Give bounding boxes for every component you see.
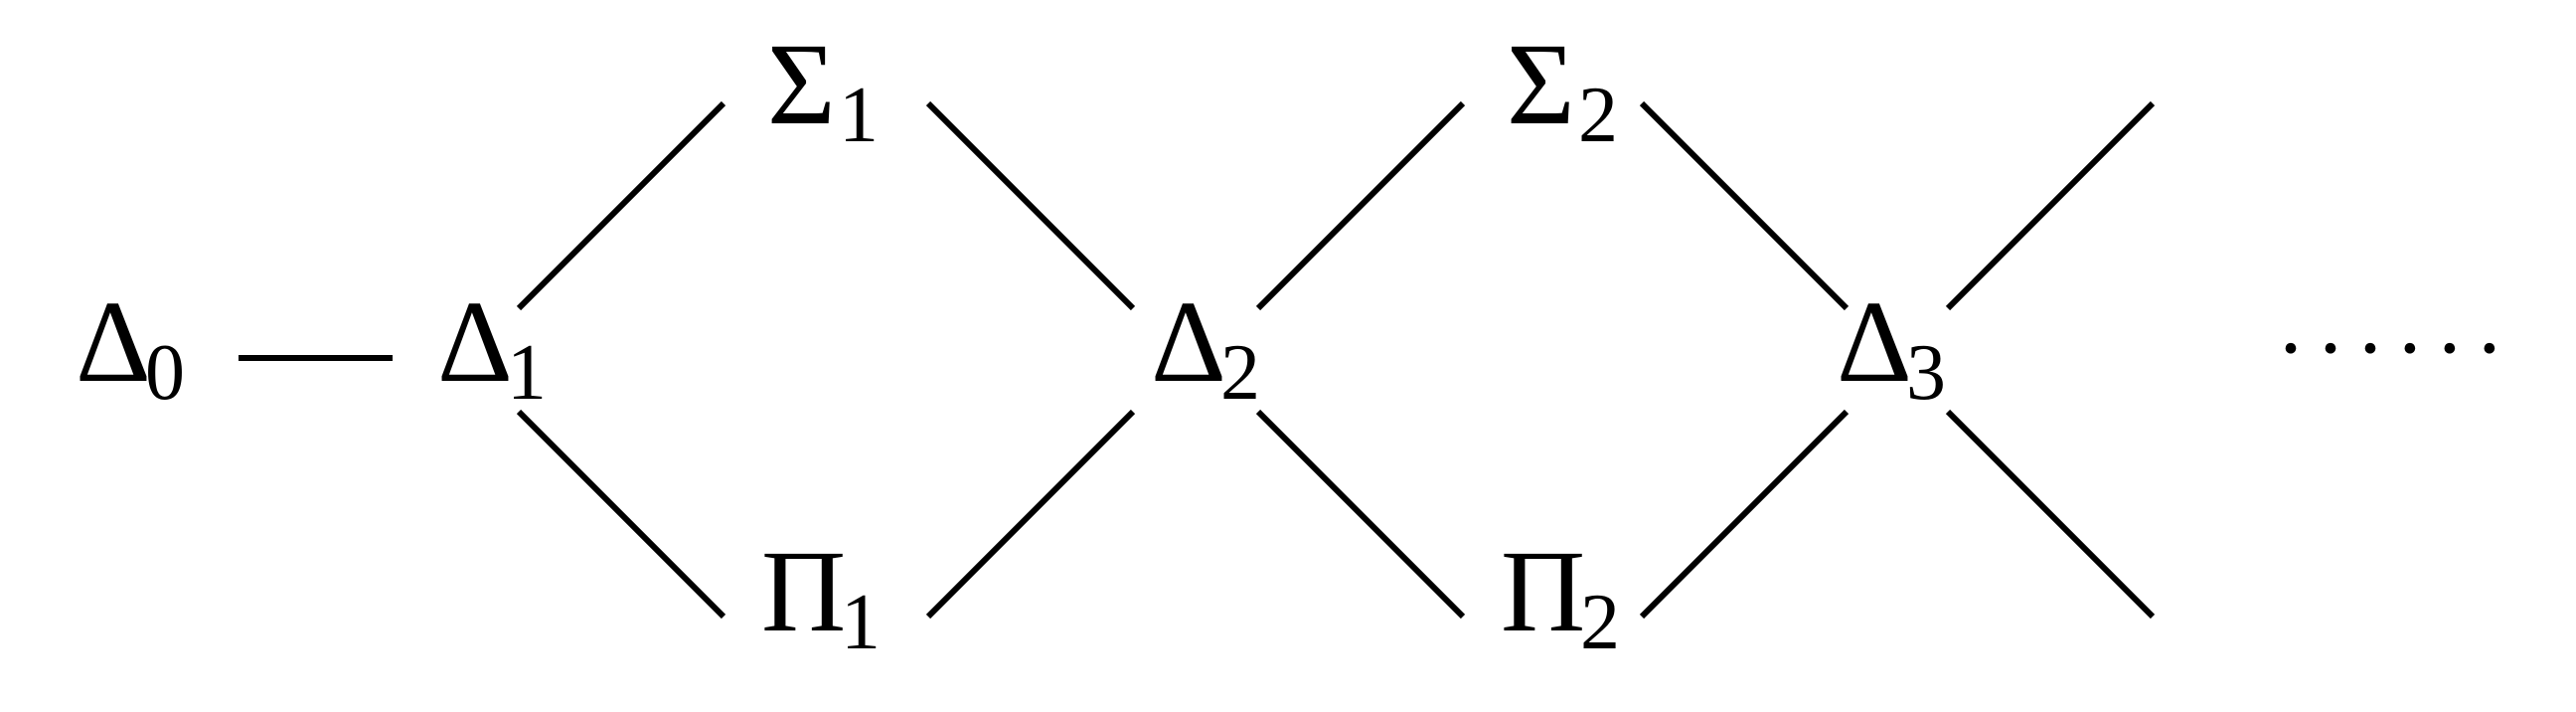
diagram-nodes: Δ 0 Δ 1 Σ 1 Π 1 Δ 2 Σ 2 Π 2 Δ 3 [76, 19, 2514, 666]
node-delta1-symbol: Δ [437, 276, 513, 407]
node-pi1-symbol: Π [761, 526, 846, 656]
node-delta1-subscript: 1 [507, 329, 547, 417]
diagram-edges [239, 100, 2156, 620]
node-delta0-symbol: Δ [76, 276, 151, 407]
node-pi2-subscript: 2 [1580, 579, 1620, 666]
node-sigma2-subscript: 2 [1578, 72, 1618, 159]
edge-pi2-delta3 [1639, 409, 1850, 620]
node-delta3-symbol: Δ [1837, 276, 1912, 407]
node-delta0: Δ 0 [76, 276, 185, 417]
edge-sigma1-delta2 [925, 100, 1136, 311]
node-pi2: Π 2 [1501, 526, 1620, 666]
node-delta1: Δ 1 [437, 276, 547, 417]
edge-pi1-delta2 [925, 409, 1136, 620]
node-sigma2-symbol: Σ [1507, 19, 1575, 149]
node-pi1-subscript: 1 [841, 579, 881, 666]
edge-delta2-sigma2 [1255, 100, 1466, 311]
node-pi1: Π 1 [761, 526, 881, 666]
edge-delta3-down [1945, 409, 2156, 620]
node-pi2-symbol: Π [1501, 526, 1585, 656]
node-sigma1: Σ 1 [767, 19, 879, 159]
edge-sigma2-delta3 [1639, 100, 1850, 311]
edge-delta2-pi2 [1255, 409, 1466, 620]
node-delta3: Δ 3 [1837, 276, 1946, 417]
node-delta2: Δ 2 [1151, 276, 1260, 417]
node-delta0-subscript: 0 [145, 329, 185, 417]
node-sigma2: Σ 2 [1507, 19, 1618, 159]
node-sigma1-symbol: Σ [767, 19, 836, 149]
continuation-ellipsis: ······ [2276, 299, 2514, 398]
node-sigma1-subscript: 1 [839, 72, 879, 159]
node-delta2-symbol: Δ [1151, 276, 1226, 407]
edge-delta3-up [1945, 100, 2156, 311]
node-delta3-subscript: 3 [1906, 329, 1946, 417]
node-delta2-subscript: 2 [1220, 329, 1260, 417]
edge-delta1-sigma1 [516, 100, 726, 311]
edge-delta1-pi1 [516, 409, 726, 620]
